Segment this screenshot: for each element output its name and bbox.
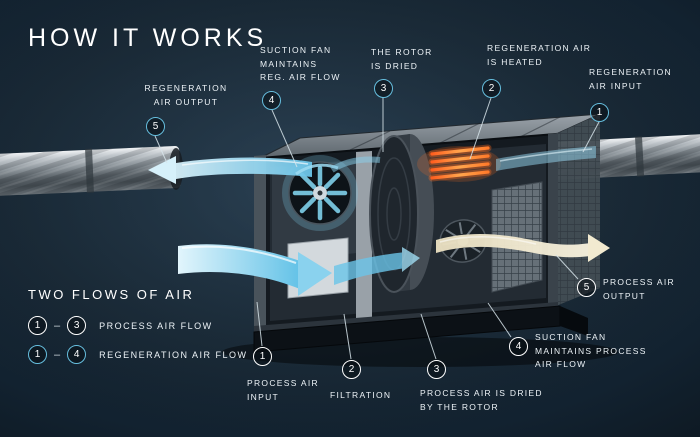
callout-regen-fan-label: SUCTION FAN MAINTAINS REG. AIR FLOW [260,45,341,83]
callout-process-output-label: PROCESS AIR OUTPUT [603,277,675,301]
legend-process-to: 3 [67,316,87,335]
callout-regen-fan-number: 4 [262,91,281,110]
legend-regeneration-to: 4 [67,345,87,364]
callout-process-input-label: PROCESS AIR INPUT [247,378,319,402]
heater [417,144,501,182]
legend-process-label: PROCESS AIR FLOW [99,320,213,331]
callout-process-output-number: 5 [577,278,596,297]
legend-process-row: 1 – 3 PROCESS AIR FLOW [28,316,247,335]
callout-process-dried-label: PROCESS AIR IS DRIED BY THE ROTOR [420,388,543,412]
callout-filtration-number: 2 [342,360,361,379]
page-title: HOW IT WORKS [28,24,268,52]
cabinet [253,113,601,353]
suction-fan-regeneration [282,155,358,231]
callout-rotor-dried-number: 3 [374,79,393,98]
callout-process-dried-number: 3 [427,360,446,379]
callout-regen-output-label: REGENERATION AIR OUTPUT [144,83,228,107]
legend-dash: – [54,319,61,332]
legend-regeneration-label: REGENERATION AIR FLOW [99,349,248,360]
callout-regen-input-number: 1 [590,103,609,122]
callout-regen-heated-label: REGENERATION AIR IS HEATED [487,43,592,67]
callout-process-fan-number: 4 [509,337,528,356]
process-output-stream [436,233,610,262]
legend-heading: TWO FLOWS OF AIR [28,287,195,302]
base-plinth [253,305,588,353]
legend: TWO FLOWS OF AIR 1 – 3 PROCESS AIR FLOW … [28,287,247,374]
regen-cross-stream [330,156,381,173]
legend-dash: – [54,348,61,361]
callout-regen-heated-number: 2 [482,79,501,98]
process-interior-stream [334,247,420,285]
legend-regeneration-from: 1 [28,345,47,364]
process-input-stream [178,244,332,296]
legend-regeneration-row: 1 – 4 REGENERATION AIR FLOW [28,345,247,364]
left-duct [0,146,181,197]
callout-filtration-label: FILTRATION [330,390,392,400]
legend-process-from: 1 [28,316,47,335]
callout-process-fan-label: SUCTION FAN MAINTAINS PROCESS AIR FLOW [535,332,647,370]
regeneration-output-stream [148,156,312,184]
regeneration-input-stream [496,146,596,171]
callout-regen-output-number: 5 [146,117,165,136]
mesh-panel [491,181,543,293]
leader-lines [154,97,600,360]
callout-rotor-dried-label: THE ROTOR IS DRIED [371,47,433,71]
callout-process-input-number: 1 [253,347,272,366]
callout-regen-input-label: REGENERATION AIR INPUT [589,67,672,91]
